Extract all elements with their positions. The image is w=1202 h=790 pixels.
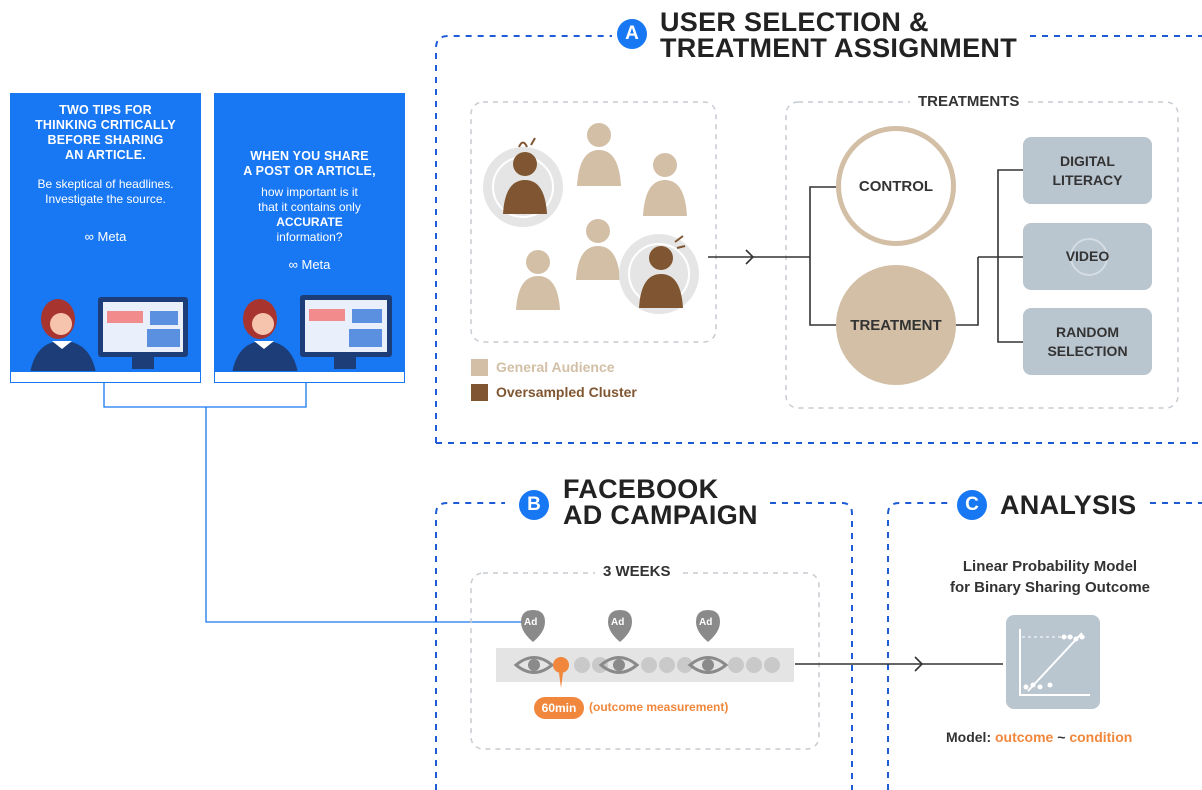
ad-heading-line: THINKING CRITICALLY bbox=[35, 118, 176, 132]
section-b-badge: B bbox=[519, 490, 549, 520]
oversampled-person-icon bbox=[639, 235, 686, 308]
duration-label: 3 WEEKS bbox=[595, 563, 679, 580]
ad-emphasis: ACCURATE bbox=[276, 215, 343, 229]
ad-heading-line: AN ARTICLE. bbox=[65, 148, 146, 162]
ad-body-line: that it contains only bbox=[258, 200, 361, 214]
card-footer bbox=[214, 371, 405, 383]
ad-body-line: Be skeptical of headlines. bbox=[37, 177, 174, 191]
meta-infinity-icon: ∞ bbox=[288, 257, 298, 272]
ad-heading-line: TWO TIPS FOR bbox=[59, 103, 152, 117]
ad-heading-line: BEFORE SHARING bbox=[47, 133, 164, 147]
treatment-node: TREATMENT bbox=[836, 265, 956, 385]
legend-swatch-oversampled bbox=[471, 384, 488, 401]
control-node: CONTROL bbox=[836, 126, 956, 246]
audience-illustration bbox=[483, 123, 699, 314]
person-at-computer-illustration bbox=[232, 295, 392, 373]
ad-pin-label: Ad bbox=[524, 617, 538, 628]
section-c-title: ANALYSIS bbox=[1000, 490, 1137, 520]
play-icon bbox=[1070, 238, 1108, 276]
section-b-title: FACEBOOK AD CAMPAIGN bbox=[563, 474, 758, 530]
legend-swatch-general bbox=[471, 359, 488, 376]
timeline-illustration bbox=[513, 610, 780, 688]
section-a-title: USER SELECTION & TREATMENT ASSIGNMENT bbox=[660, 7, 1017, 63]
legend-label-oversampled: Oversampled Cluster bbox=[496, 384, 637, 400]
ad-card-accuracy-prompt: WHEN YOU SHARE A POST OR ARTICLE, how im… bbox=[214, 93, 405, 383]
treatment-option-random-selection: RANDOM SELECTION bbox=[1023, 308, 1152, 375]
ad-heading-line: WHEN YOU SHARE bbox=[250, 149, 369, 163]
ad-card-tips: TWO TIPS FOR THINKING CRITICALLY BEFORE … bbox=[10, 93, 201, 383]
ad-body-line: how important is it bbox=[261, 185, 358, 199]
section-a-badge: A bbox=[617, 19, 647, 49]
legend-label-general: General Audience bbox=[496, 359, 615, 375]
ad-body-tail: information? bbox=[276, 230, 343, 244]
meta-infinity-icon: ∞ bbox=[84, 229, 94, 244]
section-c-badge: C bbox=[957, 490, 987, 520]
treatments-label: TREATMENTS bbox=[910, 93, 1028, 110]
measurement-pill: 60min bbox=[534, 697, 584, 719]
treatment-option-digital-literacy: DIGITAL LITERACY bbox=[1023, 137, 1152, 204]
model-formula: Model: outcome ~ condition bbox=[946, 729, 1133, 745]
measurement-note: (outcome measurement) bbox=[589, 700, 729, 714]
regression-plot-icon bbox=[1006, 615, 1100, 709]
oversampled-person-icon bbox=[503, 137, 547, 214]
person-at-computer-illustration bbox=[30, 297, 188, 373]
ad-heading-line: A POST OR ARTICLE, bbox=[243, 164, 376, 178]
ad-body-line: Investigate the source. bbox=[45, 192, 166, 206]
treatment-option-video: VIDEO bbox=[1023, 223, 1152, 290]
model-description: Linear Probability Model for Binary Shar… bbox=[949, 558, 1151, 596]
meta-logo: ∞ Meta bbox=[288, 257, 331, 272]
ad-pin-label: Ad bbox=[699, 617, 713, 628]
ad-pin-label: Ad bbox=[611, 617, 625, 628]
meta-logo: ∞ Meta bbox=[84, 229, 127, 244]
card-footer bbox=[10, 371, 201, 383]
